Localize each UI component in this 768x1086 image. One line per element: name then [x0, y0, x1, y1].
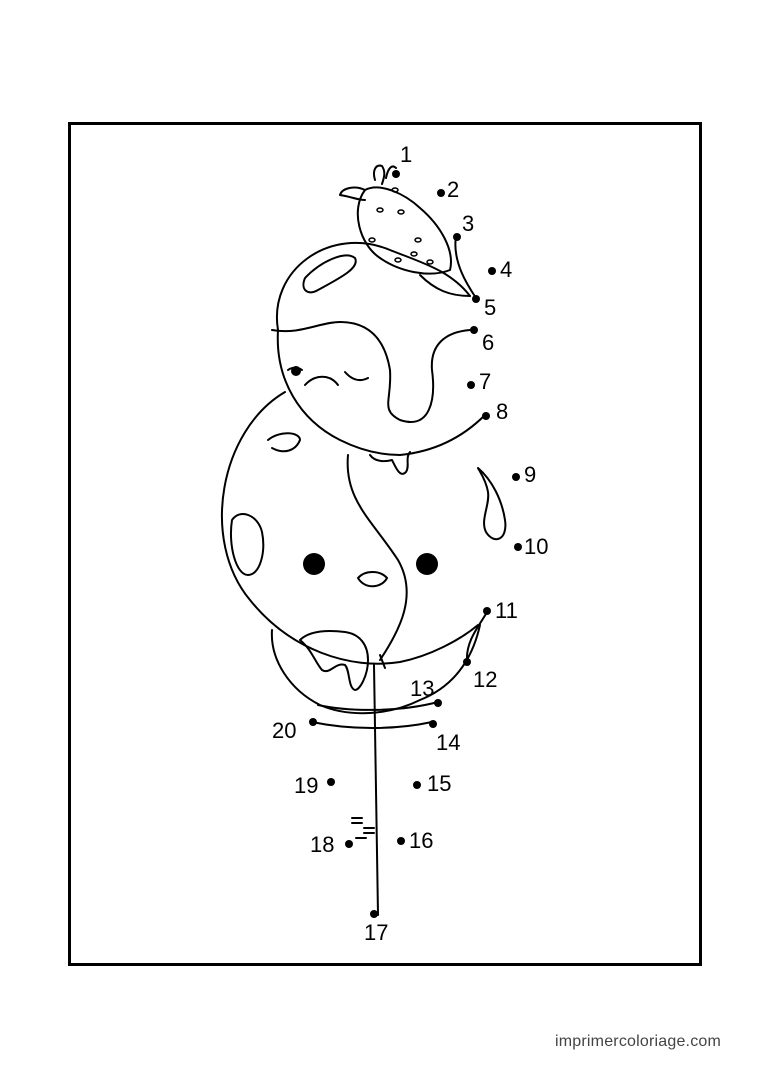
dot-1	[392, 170, 400, 178]
base-drip	[299, 630, 369, 691]
stick	[373, 664, 379, 916]
dot-16	[397, 837, 405, 845]
upper-eye-left	[291, 366, 301, 376]
line-3-5	[454, 235, 477, 299]
dot-15	[413, 781, 421, 789]
dot-6	[470, 326, 478, 334]
dot-label-13: 13	[410, 676, 434, 701]
dot-9	[512, 473, 520, 481]
dot-label-12: 12	[473, 667, 497, 692]
dot-label-15: 15	[427, 771, 451, 796]
dot-label-10: 10	[524, 534, 548, 559]
lower-ball-outline	[221, 391, 479, 665]
strawberry-stem-drip	[419, 274, 471, 297]
dot-20	[309, 718, 317, 726]
dot-label-6: 6	[482, 330, 494, 355]
nose	[356, 571, 389, 588]
dot-3	[453, 233, 461, 241]
strawberry-seeds	[368, 187, 434, 265]
upper-highlight	[302, 254, 357, 294]
strawberry-leaves	[339, 164, 397, 201]
highlight-blob	[230, 513, 265, 576]
dot-18	[345, 840, 353, 848]
dot-label-1: 1	[400, 142, 412, 167]
upper-ball-outline	[275, 241, 471, 331]
footer-site: imprimercoloriage.com	[555, 1033, 722, 1050]
line-11-12	[465, 611, 488, 661]
highlight-stroke	[267, 432, 301, 453]
base-lip	[311, 701, 439, 729]
dot-label-16: 16	[409, 828, 433, 853]
dot-10	[514, 543, 522, 551]
dot-7	[467, 381, 475, 389]
dot-11	[483, 607, 491, 615]
dot-13	[434, 699, 442, 707]
dot-17	[370, 910, 378, 918]
dot-12	[463, 658, 471, 666]
dot-2	[437, 189, 445, 197]
dot-4	[488, 267, 496, 275]
stick-join	[379, 654, 386, 669]
drip-under	[369, 451, 411, 475]
eye-right	[416, 553, 438, 575]
dot-label-14: 14	[436, 730, 460, 755]
dot-label-20: 20	[272, 718, 296, 743]
confetti	[351, 817, 375, 839]
upper-ball-lower	[276, 329, 486, 456]
brow-right	[344, 371, 369, 381]
dot-label-7: 7	[479, 369, 491, 394]
sad-mouth	[304, 375, 339, 386]
dot-14	[429, 720, 437, 728]
dot-5	[472, 295, 480, 303]
dot-label-18: 18	[310, 832, 334, 857]
page-frame	[68, 122, 702, 966]
right-drip	[477, 467, 507, 541]
dot-8	[482, 412, 490, 420]
dot-label-8: 8	[496, 399, 508, 424]
strawberry-body	[356, 186, 452, 275]
dot-label-3: 3	[462, 211, 474, 236]
swirl-stripe	[346, 454, 408, 661]
dot-label-4: 4	[500, 257, 512, 282]
dot-label-11: 11	[495, 598, 518, 623]
dot-label-19: 19	[294, 773, 318, 798]
dot-label-9: 9	[524, 462, 536, 487]
dot-label-5: 5	[484, 295, 496, 320]
dot-19	[327, 778, 335, 786]
dot-label-2: 2	[447, 177, 459, 202]
dot-label-17: 17	[364, 920, 388, 945]
icing-drip	[271, 321, 471, 423]
eye-left	[303, 553, 325, 575]
